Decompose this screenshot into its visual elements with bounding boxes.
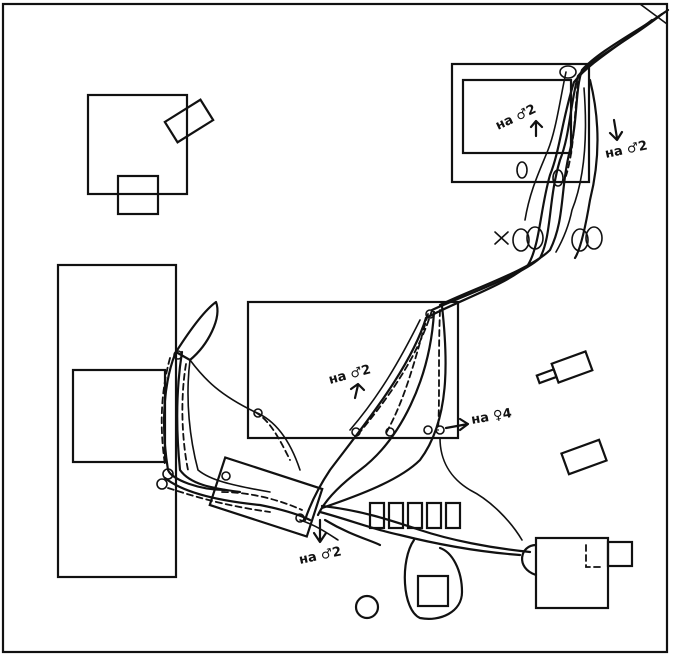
- left-inner-square: [71, 368, 167, 464]
- outer-boundary: [1, 2, 669, 654]
- bottom-right-box: [534, 536, 610, 610]
- small-rect-5: [444, 501, 462, 530]
- center-up-arrow: [349, 382, 366, 400]
- top-left-tilted-box: [163, 98, 215, 144]
- top-right-down-arrow: [608, 118, 624, 142]
- small-rectangle-row: [368, 501, 462, 530]
- top-inner-up-arrow: [529, 119, 544, 138]
- label-bottom: на ♂2: [298, 544, 343, 568]
- small-rect-4: [425, 501, 443, 530]
- top-left-small-box: [116, 174, 160, 216]
- bottom-blob-outline: [403, 538, 464, 620]
- small-rect-3: [406, 501, 424, 530]
- bottom-right-device: [521, 536, 634, 610]
- leaf-shape: [174, 300, 219, 362]
- bottom-right-nose: [521, 543, 538, 577]
- label-top-inner: на ♂2: [493, 102, 538, 134]
- bottom-right-dashed-mark: [585, 544, 601, 568]
- label-center: на ♂2: [327, 362, 372, 388]
- right-small-box: [560, 438, 608, 476]
- right-bottle-neck: [535, 367, 558, 385]
- left-structure: [56, 263, 178, 579]
- bottom-right-knob: [606, 540, 634, 568]
- left-tall-rectangle: [56, 263, 178, 579]
- small-rect-2: [387, 501, 405, 530]
- frame-corner-mark: [639, 3, 668, 25]
- label-center-right: на ♀4: [470, 406, 513, 428]
- bottom-small-square: [416, 574, 450, 608]
- trails: [156, 8, 670, 557]
- center-right-arrow: [444, 417, 470, 432]
- bottom-down-arrow: [312, 518, 328, 544]
- top-left-square: [86, 93, 189, 196]
- label-top-right: на ♂2: [604, 138, 649, 162]
- tilted-panel: [208, 456, 324, 538]
- arrows: [312, 118, 624, 544]
- top-right-outer-rectangle: [450, 62, 591, 184]
- top-left-structure: [86, 93, 215, 216]
- bottom-circle: [354, 594, 380, 620]
- right-bottle-body: [550, 350, 594, 384]
